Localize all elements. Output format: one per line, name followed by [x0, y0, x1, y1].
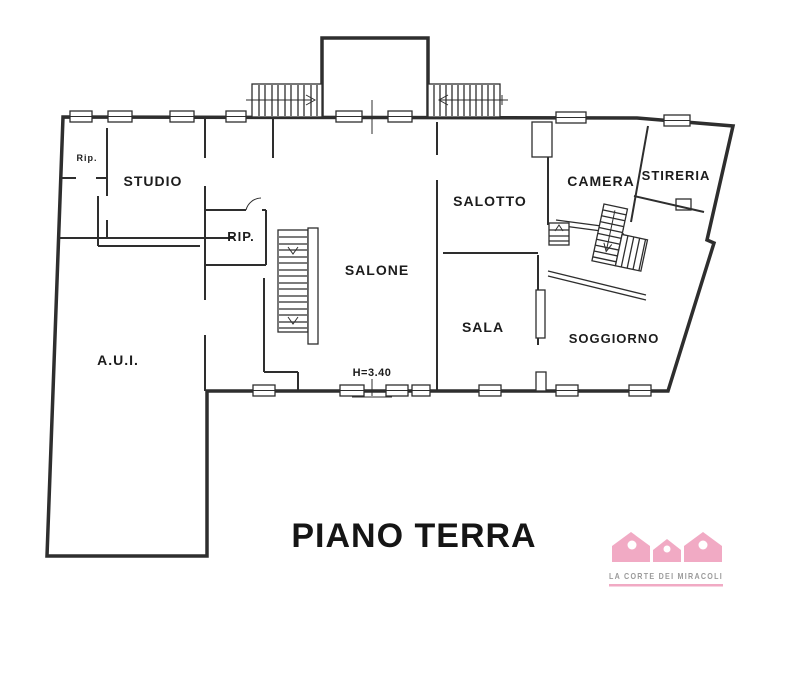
- wall: [263, 278, 299, 391]
- logo-house-middle-window: [663, 545, 671, 553]
- window: [478, 384, 502, 397]
- height-note: H=3.40: [353, 367, 392, 379]
- wall: [205, 209, 267, 266]
- room-label-salotto: SALOTTO: [453, 193, 527, 209]
- room-label-stireria: STIRERIA: [642, 168, 711, 183]
- agency-logo: LA CORTE DEI MIRACOLI: [609, 532, 723, 587]
- logo-house-right-window: [698, 540, 708, 550]
- window: [385, 384, 409, 397]
- stair-side-wall: [307, 227, 319, 345]
- window: [69, 110, 93, 123]
- room-label-studio: STUDIO: [124, 173, 183, 189]
- exterior-stair-left: [246, 83, 323, 118]
- room-label-soggiorno: SOGGIORNO: [569, 331, 660, 346]
- page-title: PIANO TERRA: [291, 517, 536, 555]
- window: [169, 110, 195, 123]
- logo-house-left-window: [627, 540, 637, 550]
- wall: [633, 195, 705, 213]
- landing-step: [675, 198, 692, 211]
- main-staircase: [277, 227, 319, 345]
- room-label-camera: CAMERA: [567, 173, 634, 189]
- wall: [547, 270, 647, 301]
- rear-staircase: [591, 203, 649, 272]
- room-label-sala: SALA: [462, 319, 504, 335]
- logo-wordmark: LA CORTE DEI MIRACOLI: [609, 571, 723, 581]
- wall: [60, 237, 233, 247]
- window: [335, 110, 363, 123]
- wall-pier: [535, 289, 546, 339]
- room-label-rip: RIP.: [227, 229, 255, 244]
- room-label-salone: SALONE: [345, 262, 409, 278]
- room-label-aui: A.U.I.: [97, 352, 139, 368]
- windows: [69, 110, 691, 397]
- stair-direction-arrow: [440, 95, 508, 105]
- front-bay-outline: [320, 36, 430, 117]
- window: [252, 384, 276, 397]
- window: [387, 110, 413, 123]
- room-label-rip-small: Rip.: [77, 153, 98, 163]
- window: [663, 114, 691, 127]
- window: [339, 384, 365, 397]
- window: [555, 111, 587, 124]
- wall-pillar: [531, 121, 553, 158]
- exterior-stair-right: [427, 83, 508, 118]
- window: [628, 384, 652, 397]
- interior-walls: [60, 118, 705, 392]
- room-labels: Rip. STUDIO RIP. SALONE SALOTTO SALA CAM…: [77, 153, 711, 368]
- window: [225, 110, 247, 123]
- dimension-marker: H=3.40: [352, 367, 392, 398]
- wall-pier: [535, 371, 547, 392]
- wall: [436, 122, 538, 391]
- door-arc: [245, 197, 262, 211]
- window: [107, 110, 133, 123]
- small-step: [548, 222, 570, 246]
- window: [411, 384, 431, 397]
- logo-underline: [609, 584, 723, 587]
- wall: [630, 125, 649, 223]
- window: [555, 384, 579, 397]
